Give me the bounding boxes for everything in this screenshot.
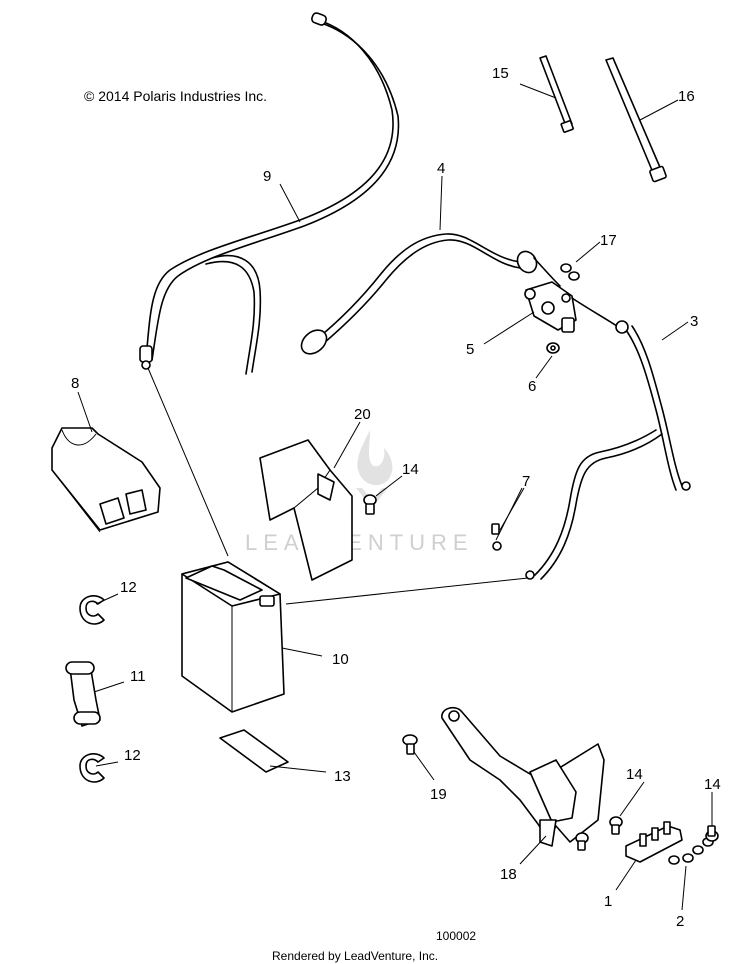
cable-9 (139, 12, 400, 375)
cable-3 (525, 297, 691, 580)
strap-15 (539, 55, 574, 133)
footer-text: Rendered by LeadVenture, Inc. (272, 949, 438, 963)
callout-10: 10 (332, 651, 349, 668)
callout-14b: 14 (626, 766, 643, 783)
holder-11 (65, 661, 101, 727)
callout-16: 16 (678, 88, 695, 105)
callout-9: 9 (263, 168, 271, 185)
callout-18: 18 (500, 866, 517, 883)
callout-1: 1 (604, 893, 612, 910)
callout-6: 6 (528, 378, 536, 395)
callout-7: 7 (522, 473, 530, 490)
watermark: LEADVENTURE (245, 430, 474, 555)
callout-12b: 12 (124, 747, 141, 764)
copyright-text: © 2014 Polaris Industries Inc. (84, 88, 267, 104)
callout-12a: 12 (120, 579, 137, 596)
solenoid-5 (524, 281, 577, 333)
callout-2: 2 (676, 913, 684, 930)
pad-13 (219, 729, 289, 773)
callout-8: 8 (71, 375, 79, 392)
callout-14a: 14 (402, 461, 419, 478)
screw-14a (363, 494, 377, 515)
terminal-block-1 (625, 821, 683, 863)
bracket-20 (259, 439, 353, 581)
callout-19: 19 (430, 786, 447, 803)
clip-12b (79, 753, 105, 783)
battery-10 (181, 561, 285, 713)
cover-8 (51, 427, 161, 533)
callout-3: 3 (690, 313, 698, 330)
diagram-number: 100002 (436, 929, 476, 943)
watermark-text: LEADVENTURE (245, 530, 474, 555)
callout-14c: 14 (704, 776, 721, 793)
clip-12a (79, 595, 105, 625)
screw-14c (705, 825, 719, 842)
callout-11: 11 (130, 668, 146, 685)
callout-15: 15 (492, 65, 509, 82)
callout-17: 17 (600, 232, 617, 249)
nuts-17 (560, 263, 580, 281)
callout-13: 13 (334, 768, 351, 785)
strap-16 (605, 57, 667, 183)
screw-18-small (575, 832, 589, 851)
screw-19 (402, 734, 418, 755)
cable-4 (300, 233, 561, 355)
bracket-18 (441, 706, 605, 847)
callouts: 1 2 3 4 5 6 7 8 9 10 11 12 12 13 14 14 1… (71, 65, 721, 930)
screw-14b (609, 816, 623, 835)
callout-5: 5 (466, 341, 474, 358)
callout-20: 20 (354, 406, 371, 423)
leader-lines (77, 83, 713, 911)
screw-6 (546, 342, 560, 354)
bolts-7 (491, 523, 502, 551)
callout-4: 4 (437, 160, 445, 177)
